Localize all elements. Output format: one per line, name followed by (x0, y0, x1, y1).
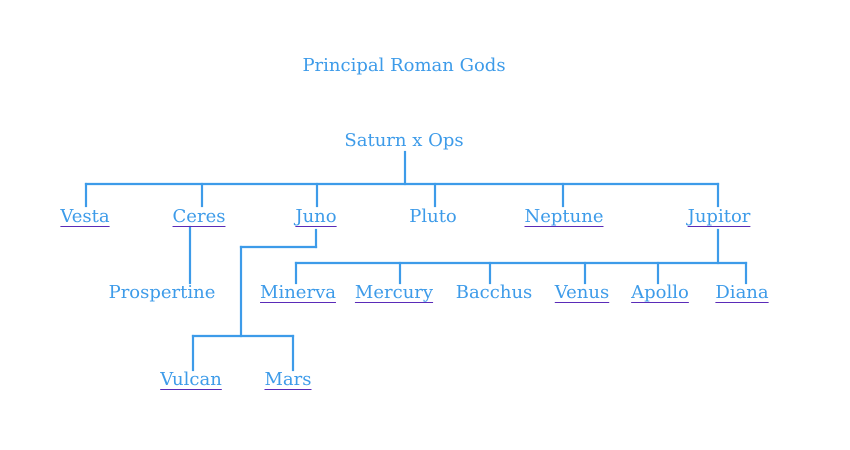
node-prospertine: Prospertine (108, 282, 216, 303)
node-mars[interactable]: Mars (264, 369, 312, 390)
node-apollo[interactable]: Apollo (631, 282, 689, 303)
node-ceres[interactable]: Ceres (172, 206, 226, 227)
node-jupitor[interactable]: Jupitor (687, 206, 751, 227)
node-vulcan[interactable]: Vulcan (160, 369, 222, 390)
node-mercury[interactable]: Mercury (354, 282, 434, 303)
node-venus[interactable]: Venus (554, 282, 610, 303)
node-vesta[interactable]: Vesta (60, 206, 110, 227)
node-neptune[interactable]: Neptune (524, 206, 604, 227)
node-juno[interactable]: Juno (295, 206, 337, 227)
node-minerva[interactable]: Minerva (260, 282, 336, 303)
root-node-saturn-ops: Saturn x Ops (344, 130, 464, 151)
node-pluto: Pluto (409, 206, 457, 227)
node-diana[interactable]: Diana (715, 282, 769, 303)
node-bacchus: Bacchus (455, 282, 533, 303)
diagram-title: Principal Roman Gods (302, 55, 506, 76)
